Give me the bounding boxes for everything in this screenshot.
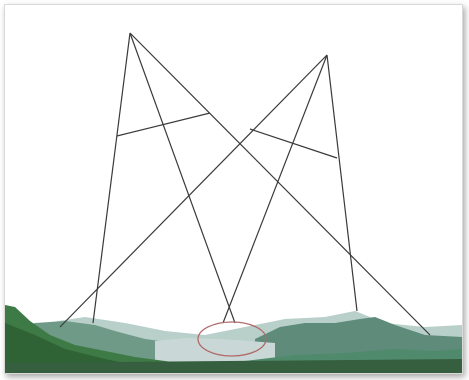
tripod-right-leg-2 <box>223 55 327 323</box>
figure-frame <box>4 4 463 374</box>
tripod-right-leg-1 <box>327 55 357 311</box>
crossing-lines <box>60 33 430 335</box>
tripod-left-leg-1 <box>93 33 130 323</box>
diagram-canvas <box>5 5 462 373</box>
mountain-range <box>5 305 462 373</box>
tripod-left-leg-2 <box>130 33 235 323</box>
cross-line-left-to-right <box>130 33 430 335</box>
tripod-left <box>93 33 235 323</box>
tripod-left-brace <box>117 113 210 136</box>
tripod-right-brace <box>250 129 337 158</box>
tripod-right <box>223 55 357 323</box>
